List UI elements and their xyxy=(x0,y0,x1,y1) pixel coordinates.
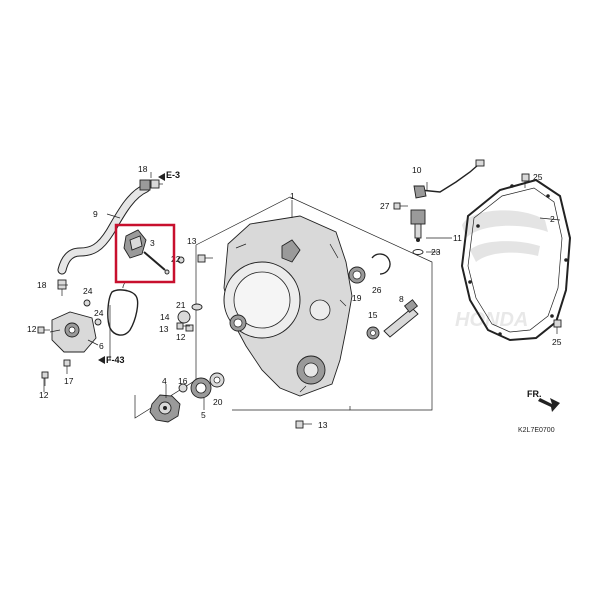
label-part-25-b: 25 xyxy=(552,337,562,347)
label-part-17: 17 xyxy=(64,376,74,386)
leader-lines xyxy=(43,172,561,410)
label-part-23: 23 xyxy=(431,247,441,257)
reference-labels: E-3 F-43 xyxy=(98,170,180,365)
part-3-plug xyxy=(123,229,170,275)
highlight-box xyxy=(114,223,176,284)
part-12-bolts-left xyxy=(37,326,50,386)
part-20-ring xyxy=(209,372,225,388)
label-part-12-c: 12 xyxy=(176,332,186,342)
part-24-clips xyxy=(83,299,102,326)
part-23-oring xyxy=(412,249,424,255)
honda-watermark: HONDA xyxy=(455,210,548,331)
fr-label: FR. xyxy=(527,389,542,399)
part-18-bolt-top xyxy=(150,179,163,189)
ref-e3: E-3 xyxy=(166,170,180,180)
label-part-14: 14 xyxy=(160,312,170,322)
label-part-4: 4 xyxy=(162,376,167,386)
part-16-washer xyxy=(178,383,188,393)
label-part-24-b: 24 xyxy=(94,308,104,318)
label-part-25-a: 25 xyxy=(533,172,543,182)
label-part-2: 2 xyxy=(550,214,555,224)
label-part-12-a: 12 xyxy=(27,324,37,334)
part-26-circlip xyxy=(371,253,391,275)
part-10-sensor-wire xyxy=(413,159,485,199)
label-part-13-b: 13 xyxy=(159,324,169,334)
label-part-6: 6 xyxy=(99,341,104,351)
front-direction-indicator: FR. xyxy=(527,389,560,412)
label-part-19: 19 xyxy=(352,293,362,303)
label-part-3: 3 xyxy=(150,238,155,248)
part-25-bolts xyxy=(521,173,562,334)
part-11-sensor xyxy=(410,209,426,242)
part-labels: 1 2 3 4 5 6 7 8 9 10 11 12 12 12 13 13 1… xyxy=(27,164,562,430)
label-part-8: 8 xyxy=(399,294,404,304)
label-part-10: 10 xyxy=(412,165,422,175)
ref-f43: F-43 xyxy=(106,355,125,365)
label-part-11: 11 xyxy=(453,233,462,243)
label-part-5: 5 xyxy=(201,410,206,420)
part-6-pump-housing xyxy=(49,311,97,353)
label-part-16: 16 xyxy=(178,376,188,386)
part-17-bolt xyxy=(63,359,71,374)
label-part-21: 21 xyxy=(176,300,186,310)
label-part-7: 7 xyxy=(121,280,126,290)
label-part-9: 9 xyxy=(93,209,98,219)
part-1-crankcase-cover xyxy=(223,215,353,397)
part-27-bolt xyxy=(393,202,408,210)
part-15-seal xyxy=(366,326,380,340)
label-part-18-a: 18 xyxy=(138,164,148,174)
label-part-1: 1 xyxy=(290,191,295,201)
part-14-21-22-seals xyxy=(177,256,203,332)
label-part-27: 27 xyxy=(380,201,390,211)
part-5-seal xyxy=(190,377,212,399)
label-part-12-b: 12 xyxy=(39,390,49,400)
part-4-impeller xyxy=(149,394,181,423)
fr-arrow-icon xyxy=(538,398,560,412)
part-18-bolt-lower xyxy=(57,279,67,296)
label-part-15: 15 xyxy=(368,310,378,320)
label-part-20: 20 xyxy=(213,397,223,407)
label-part-26: 26 xyxy=(372,285,382,295)
part-8-shaft xyxy=(383,299,419,338)
honda-logo-text: HONDA xyxy=(455,309,528,331)
label-part-13-a: 13 xyxy=(187,236,197,246)
diagram-code: K2L7E0700 xyxy=(518,427,555,434)
part-7-gasket xyxy=(107,289,139,336)
part-13-bolts xyxy=(176,254,312,429)
label-part-22: 22 xyxy=(171,254,181,264)
label-part-18-b: 18 xyxy=(37,280,47,290)
label-part-24-a: 24 xyxy=(83,286,93,296)
part-9-hose xyxy=(57,179,151,275)
label-part-13-c: 13 xyxy=(318,420,328,430)
part-19-bearing xyxy=(348,266,366,284)
